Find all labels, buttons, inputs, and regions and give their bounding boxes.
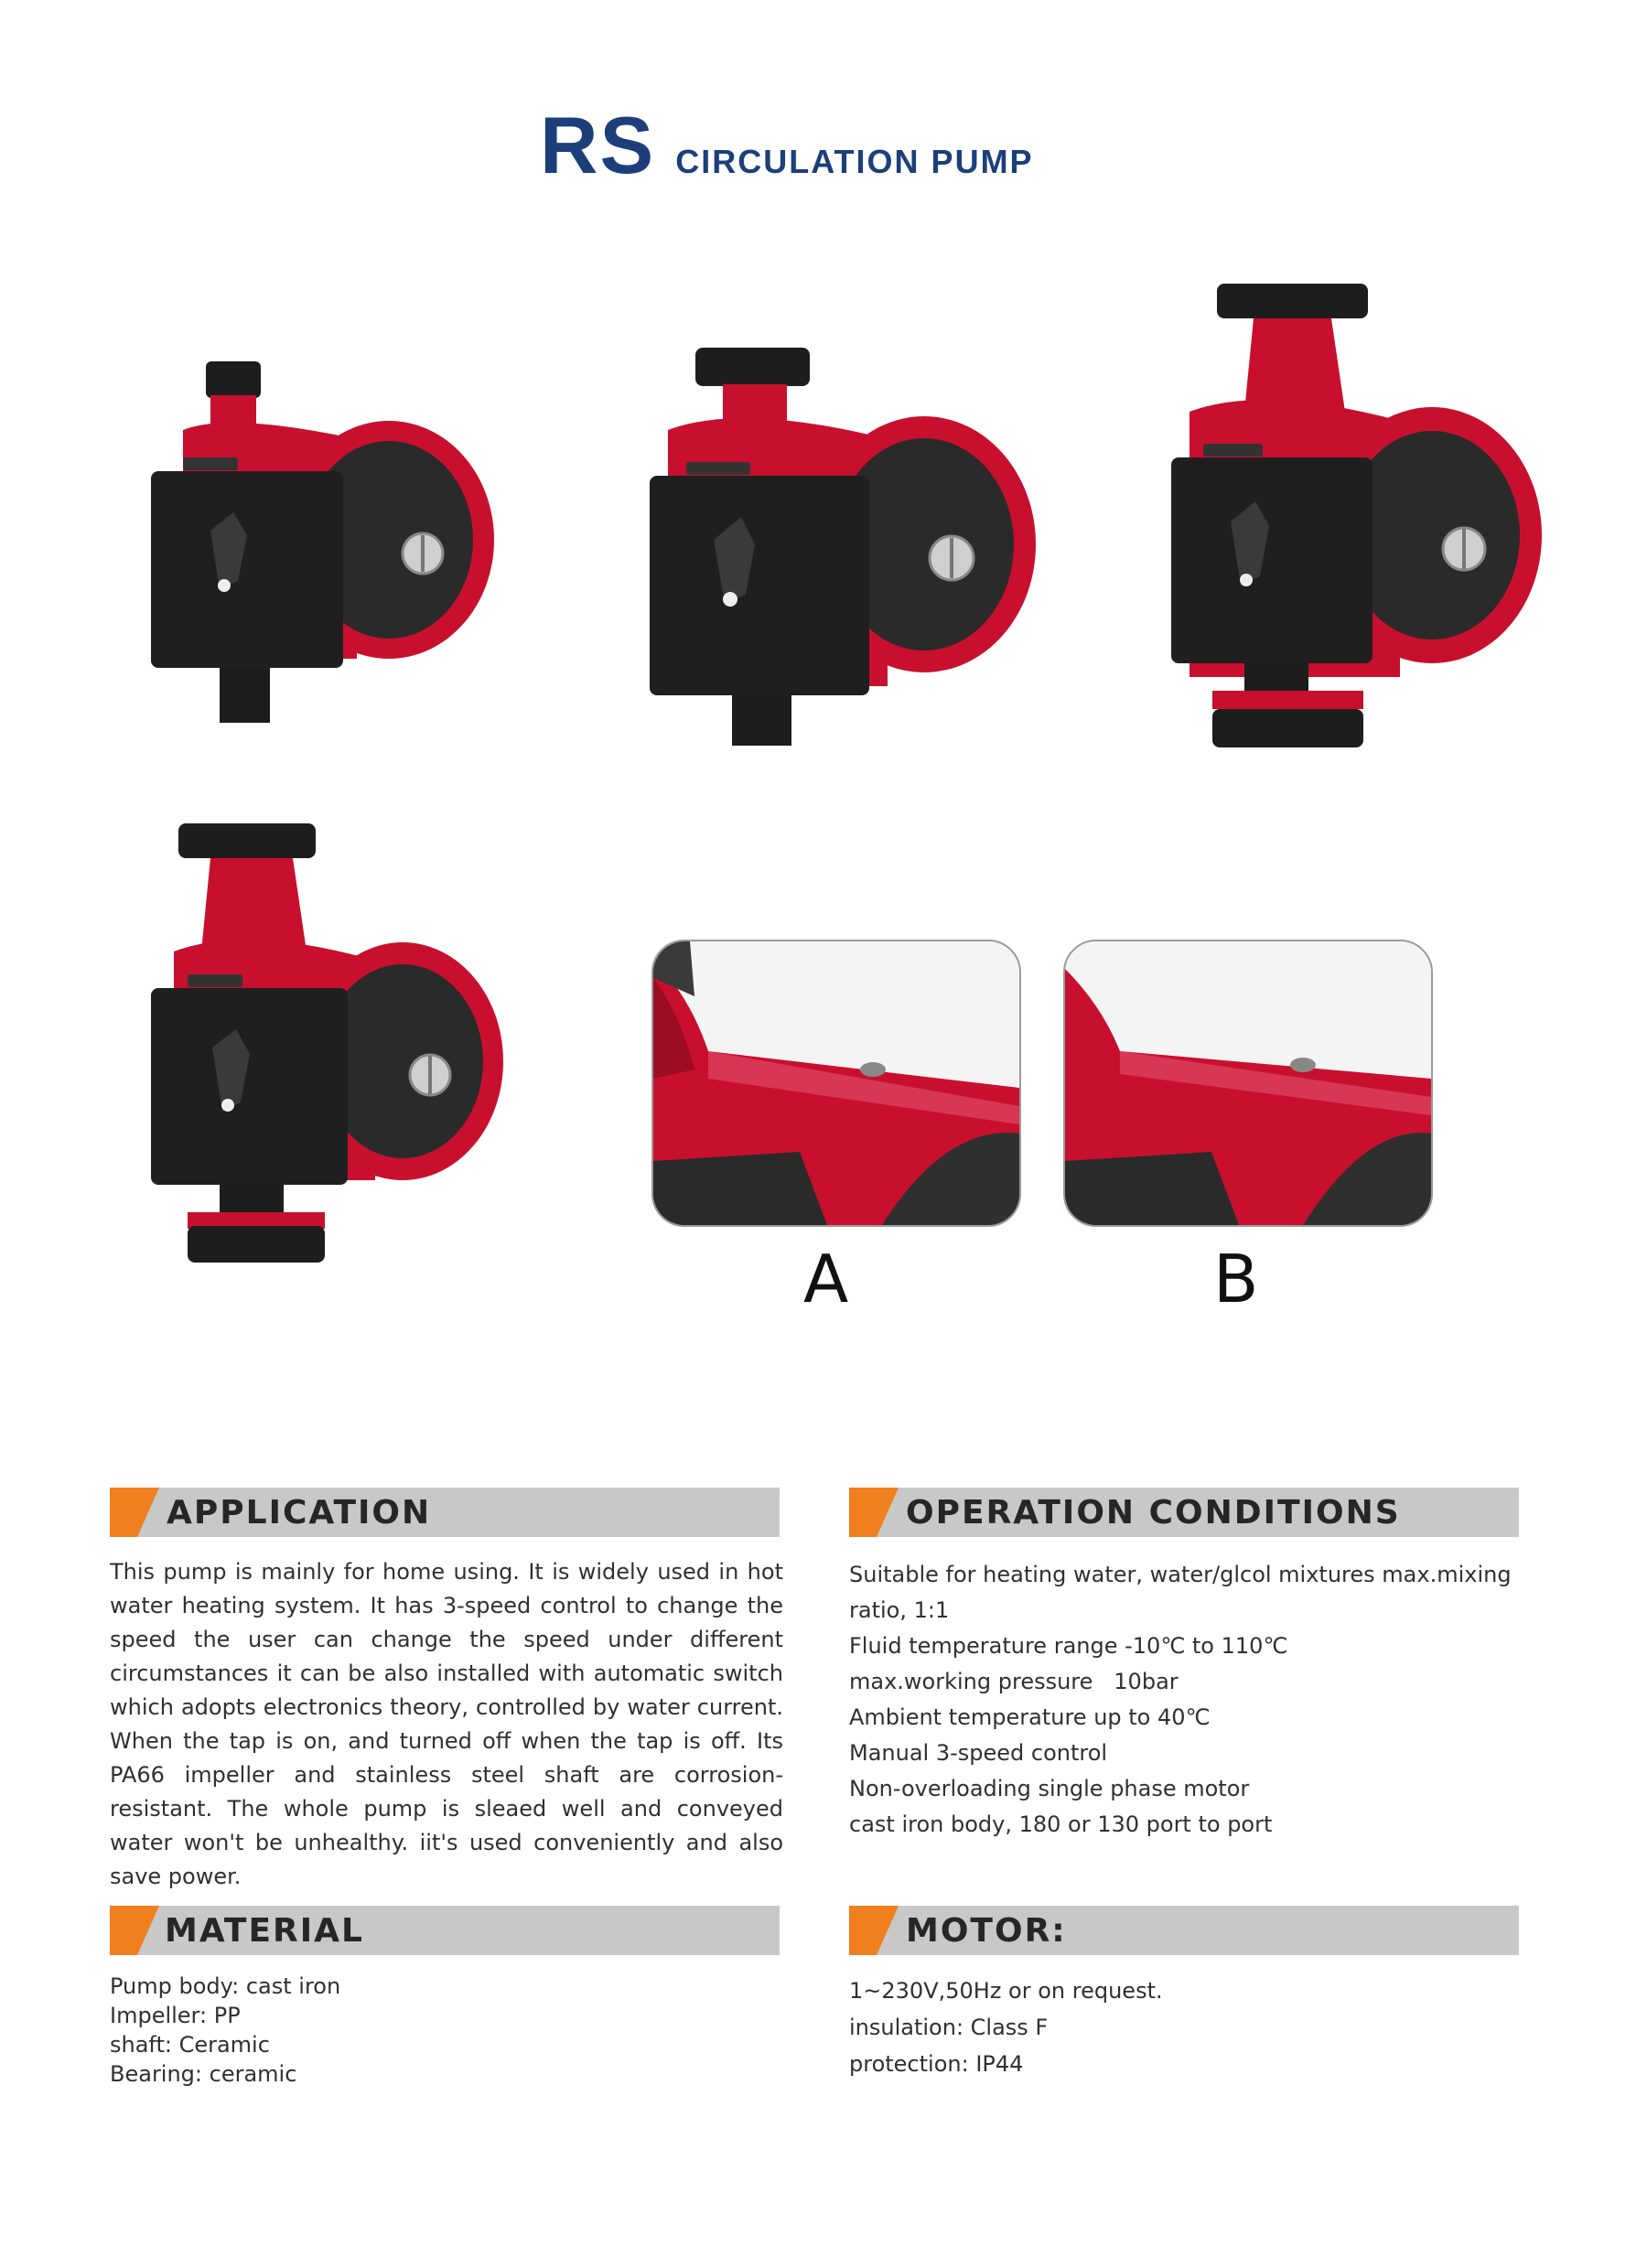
detail-label-a: A xyxy=(803,1241,849,1317)
pump-image-2 xyxy=(640,339,1043,750)
operation-line: Non-overloading single phase motor xyxy=(849,1776,1250,1801)
operation-line: Suitable for heating water, water/glcol … xyxy=(849,1562,1512,1623)
motor-line: protection: IP44 xyxy=(849,2051,1024,2077)
orange-tab-icon xyxy=(110,1906,159,1955)
operation-line: Fluid temperature range -10℃ to 110℃ xyxy=(849,1633,1288,1659)
page-title: RS CIRCULATION PUMP xyxy=(540,99,1034,190)
pump-image-1 xyxy=(146,357,512,741)
operation-line: max.working pressure 10bar xyxy=(849,1669,1179,1694)
detail-image-b xyxy=(1063,940,1433,1227)
orange-tab-icon xyxy=(110,1488,159,1537)
material-heading: MATERIAL xyxy=(165,1912,364,1950)
material-line: Impeller: PP xyxy=(110,2003,241,2028)
material-line: Bearing: ceramic xyxy=(110,2061,297,2087)
orange-tab-icon xyxy=(849,1488,899,1537)
section-header-material: MATERIAL xyxy=(110,1906,780,1955)
application-heading: APPLICATION xyxy=(167,1494,432,1532)
material-list: Pump body: cast iron Impeller: PP shaft:… xyxy=(110,1972,659,2089)
section-header-operation: OPERATION CONDITIONS xyxy=(849,1488,1519,1537)
material-line: shaft: Ceramic xyxy=(110,2032,270,2058)
operation-line: Manual 3-speed control xyxy=(849,1740,1108,1766)
title-sub: CIRCULATION PUMP xyxy=(675,143,1034,180)
motor-list: 1~230V,50Hz or on request. insulation: C… xyxy=(849,1972,1398,2082)
motor-line: insulation: Class F xyxy=(849,2015,1049,2040)
orange-tab-icon xyxy=(849,1906,899,1955)
title-main: RS xyxy=(540,100,656,190)
operation-list: Suitable for heating water, water/glcol … xyxy=(849,1557,1526,1843)
motor-heading: MOTOR: xyxy=(906,1912,1067,1950)
section-header-motor: MOTOR: xyxy=(849,1906,1519,1955)
detail-image-a xyxy=(651,940,1021,1227)
pump-image-4 xyxy=(146,814,512,1272)
operation-line: Ambient temperature up to 40℃ xyxy=(849,1704,1211,1730)
pump-image-3 xyxy=(1162,274,1556,759)
operation-line: cast iron body, 180 or 130 port to port xyxy=(849,1811,1273,1837)
motor-line: 1~230V,50Hz or on request. xyxy=(849,1978,1163,2004)
operation-heading: OPERATION CONDITIONS xyxy=(906,1494,1401,1532)
material-line: Pump body: cast iron xyxy=(110,1973,341,1999)
section-header-application: APPLICATION xyxy=(110,1488,780,1537)
application-text: This pump is mainly for home using. It i… xyxy=(110,1559,783,1889)
detail-label-b: B xyxy=(1213,1241,1259,1317)
